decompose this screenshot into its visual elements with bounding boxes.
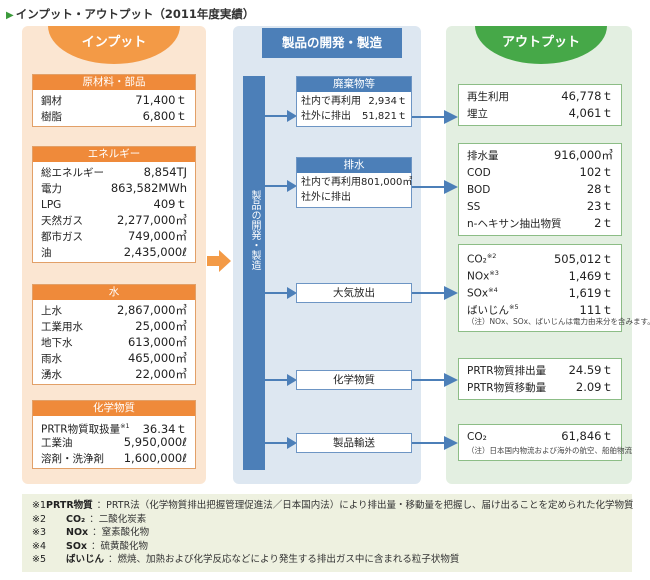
input-arrow-icon [207,250,231,272]
arrow-right-icon [265,110,297,122]
process-bar [243,76,265,470]
input-box-title: 化学物質 [33,401,195,416]
arrow-right-icon [412,373,458,387]
transport-note: （注）日本国内物流および海外の航空、船舶物流 [467,446,632,455]
arrow-right-icon [412,436,458,450]
arrow-right-icon [412,180,458,194]
process-box-air: 大気放出 [296,283,412,303]
air-note: （注）NOx、SOx、ばいじんは電力由来分を含みます。 [467,317,650,326]
arrow-right-icon [265,437,297,449]
process-box-title: 廃棄物等 [297,77,411,92]
process-box-chem: 化学物質 [296,370,412,390]
arrow-right-icon [265,180,297,192]
input-box-title: 水 [33,285,195,300]
input-box-title: エネルギー [33,147,195,162]
process-box-transport: 製品輸送 [296,433,412,453]
list-item: 社外に排出 [301,192,351,203]
arrow-right-icon [412,110,458,124]
arrow-right-icon [412,286,458,300]
page-title: ▶インプット・アウトプット（2011年度実績） [6,7,255,21]
arrow-right-icon [265,287,297,299]
process-header: 製品の開発・製造 [262,28,402,58]
triangle-icon: ▶ [6,10,14,21]
process-box-title: 排水 [297,158,411,173]
input-box-title: 原材料・部品 [33,75,195,90]
arrow-right-icon [265,374,297,386]
process-bar-label: 製品の開発・製造 [249,190,260,270]
